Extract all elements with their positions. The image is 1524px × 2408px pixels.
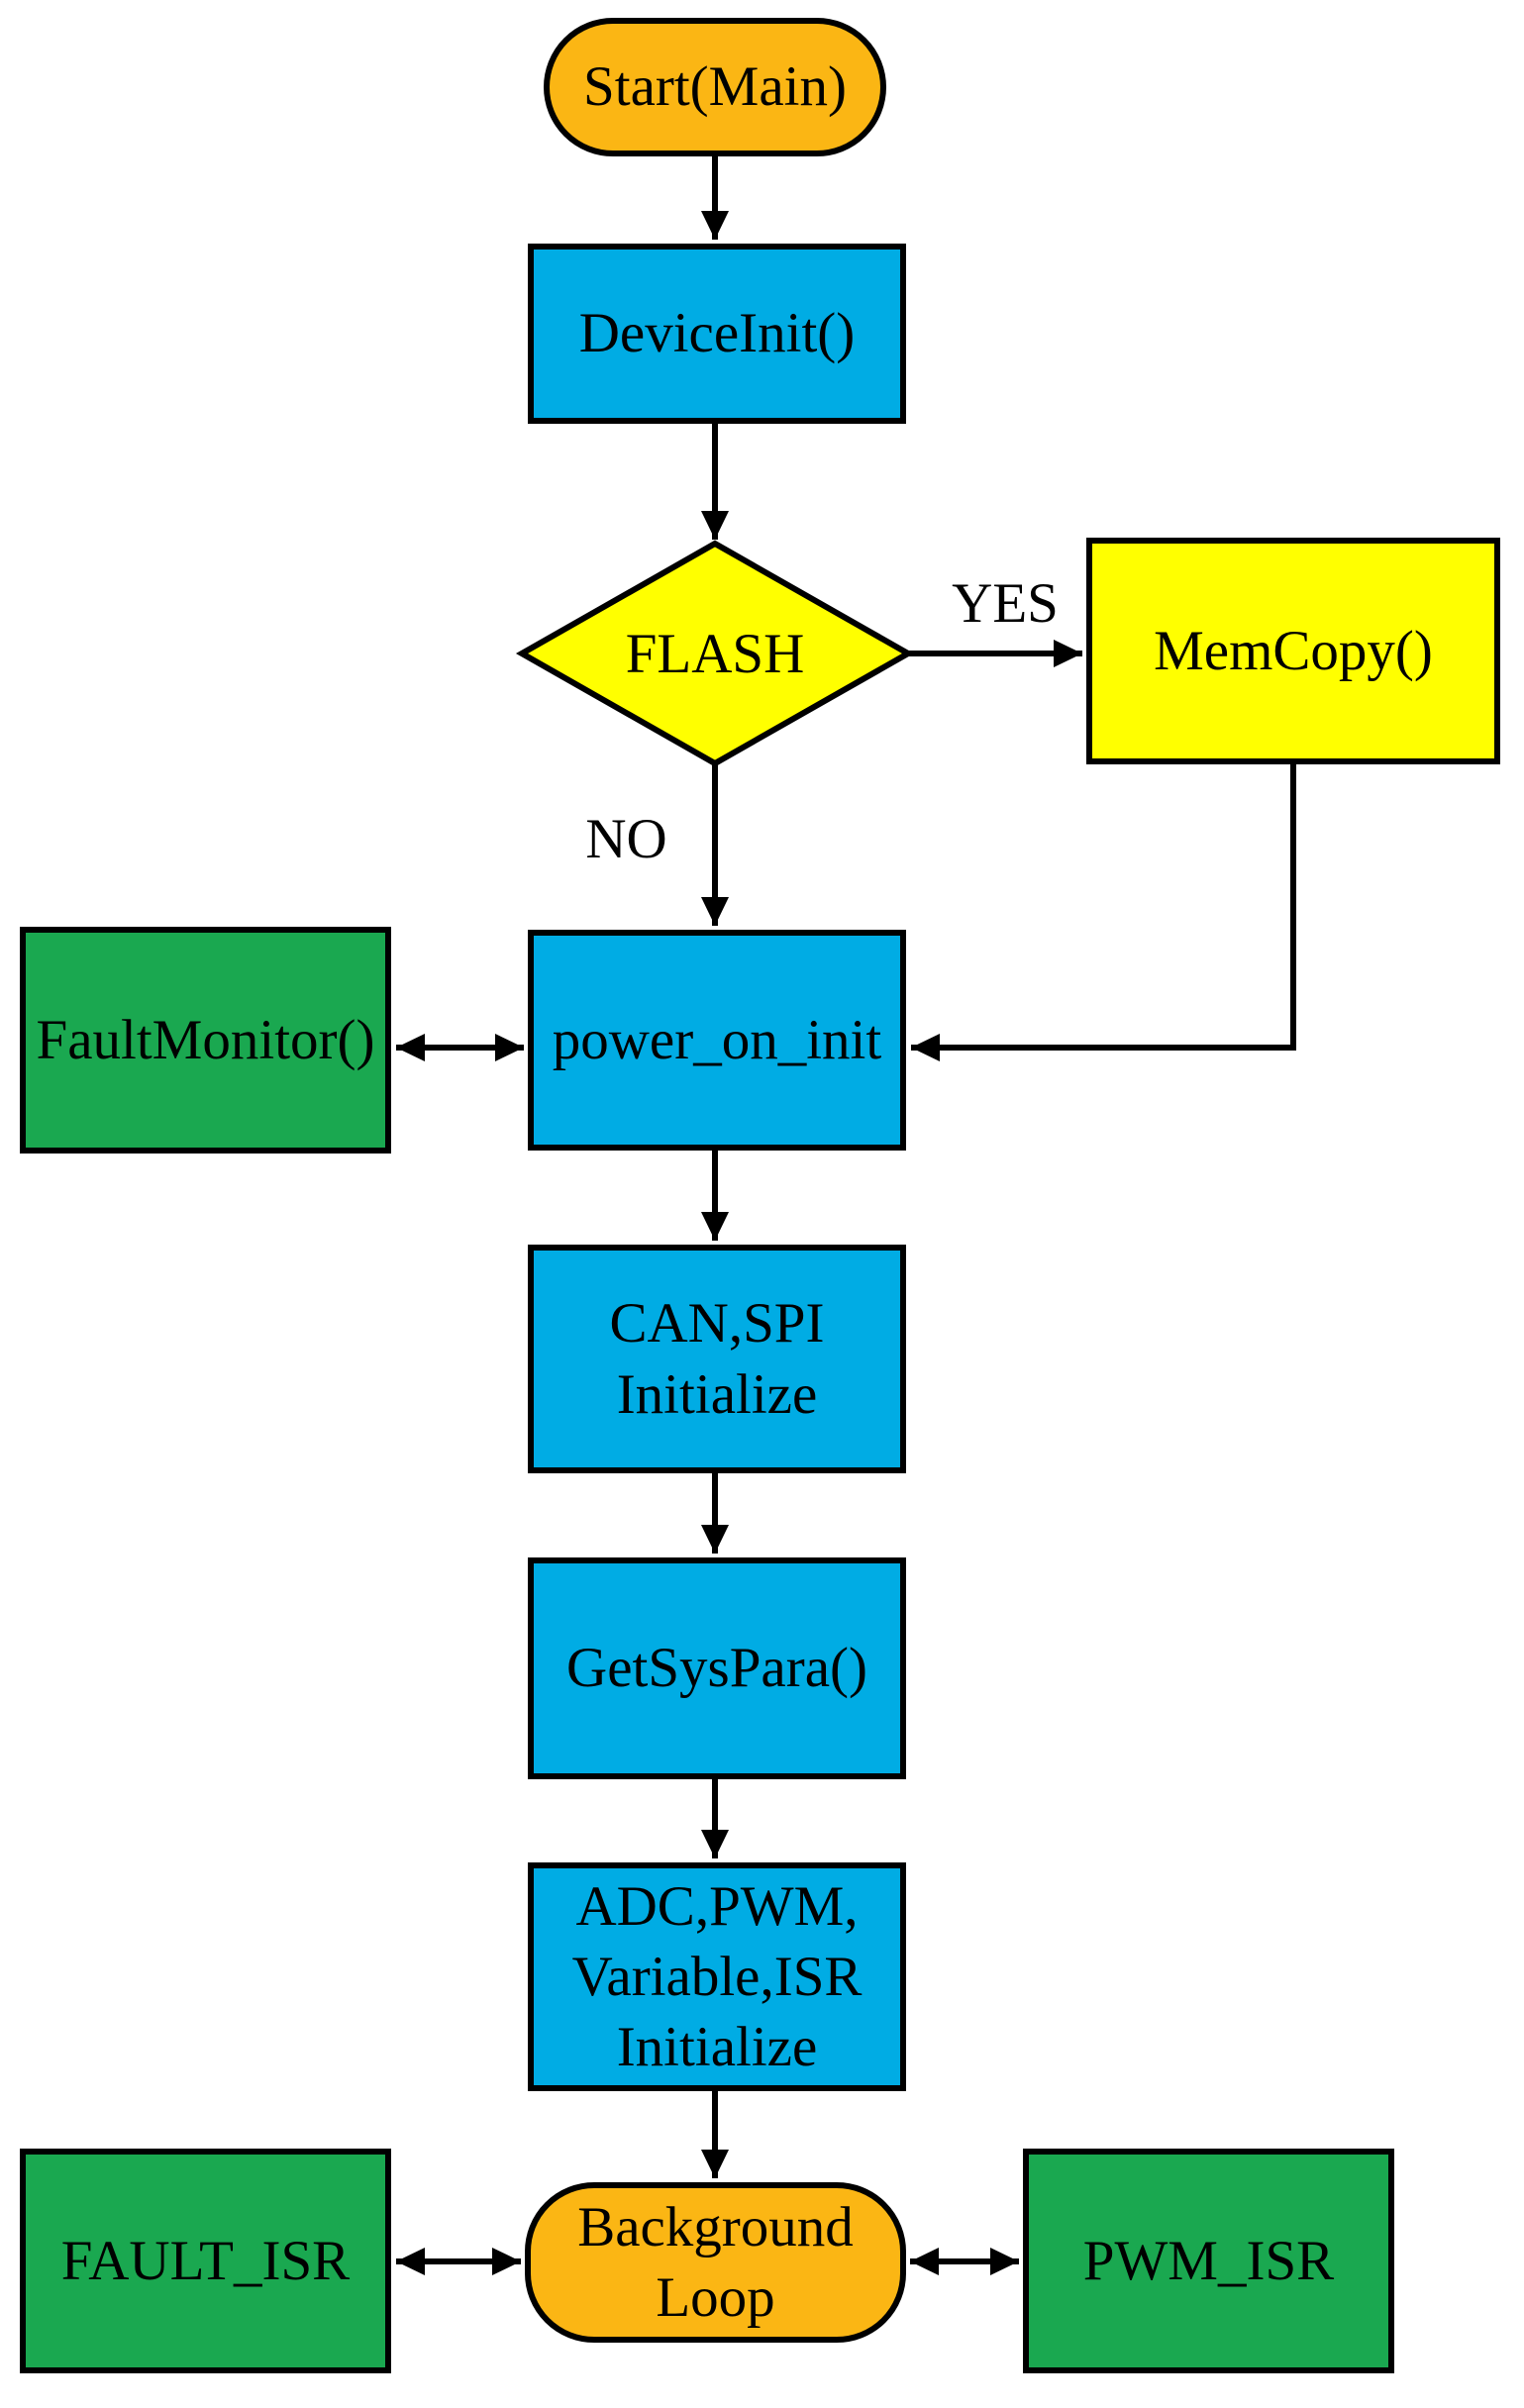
fault-monitor-node: FaultMonitor() <box>20 927 391 1154</box>
no-label: NO <box>585 807 667 870</box>
mem-copy-node: MemCopy() <box>1086 538 1500 764</box>
start-node: Start(Main) <box>544 18 886 156</box>
fault-isr-node: FAULT_ISR <box>20 2149 391 2373</box>
pwm-isr-node: PWM_ISR <box>1023 2149 1394 2373</box>
get-sys-para-node: GetSysPara() <box>528 1557 906 1779</box>
power-on-init-node: power_on_init <box>528 930 906 1151</box>
can-spi-init-node: CAN,SPI Initialize <box>528 1245 906 1473</box>
flash-decision-node: FLASH <box>625 622 805 685</box>
yes-label: YES <box>952 571 1059 635</box>
edge-memcopy-poweroninit <box>911 764 1296 1061</box>
adc-pwm-init-node: ADC,PWM, Variable,ISR Initialize <box>528 1862 906 2091</box>
background-loop-node: Background Loop <box>525 2182 906 2343</box>
device-init-node: DeviceInit() <box>528 244 906 424</box>
